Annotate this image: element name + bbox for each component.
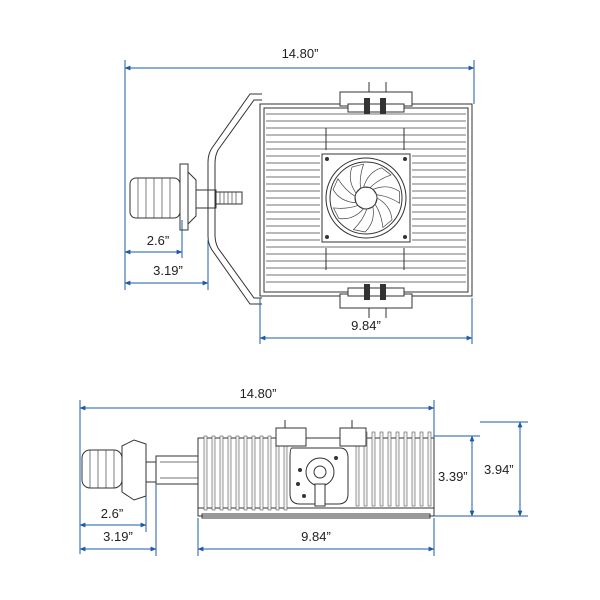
fin-plate: [395, 431, 400, 507]
top-dim-housing-label: 9.84”: [351, 318, 381, 333]
side-dim-height-outer-label: 3.94”: [484, 462, 514, 477]
fan-blade: [363, 167, 392, 189]
side-dim-overall-label: 14.80”: [240, 386, 277, 401]
side-top-brackets: [275, 420, 367, 447]
fin-plate: [259, 435, 264, 511]
side-dim-base-short: 2.6”: [79, 470, 147, 554]
fan-blade: [372, 186, 400, 204]
fin-plate: [283, 435, 288, 511]
fan-blade: [374, 197, 393, 229]
top-dim-overall-label: 14.80”: [282, 46, 319, 61]
fin-plate: [427, 431, 432, 507]
fan: [321, 153, 411, 243]
fin-plate: [275, 435, 280, 511]
side-dim-height-inner: 3.39”: [434, 435, 480, 517]
fan-blade: [332, 178, 357, 204]
top-dim-housing: 9.84”: [259, 298, 473, 344]
side-dim-housing: 9.84”: [197, 518, 435, 556]
side-dim-overall: 14.80”: [79, 386, 435, 470]
side-dim-base-long: 3.19”: [79, 484, 157, 556]
fin-plate: [203, 435, 208, 511]
top-clip-upper: [339, 82, 413, 114]
top-yoke-bracket: [207, 93, 262, 305]
top-dim-base-short-label: 2.6”: [147, 233, 169, 248]
fin-plate: [387, 431, 392, 507]
fin-plate: [219, 435, 224, 511]
top-heatsink-fins: [266, 113, 466, 283]
side-dim-base-short-label: 2.6”: [101, 506, 123, 521]
fan-blade: [352, 206, 374, 233]
top-dim-overall: 14.80”: [124, 46, 475, 200]
fin-plate: [251, 435, 256, 511]
fin-plate: [267, 435, 272, 511]
side-dim-height-inner-label: 3.39”: [438, 469, 468, 484]
fin-plate: [403, 431, 408, 507]
fin-plate: [411, 431, 416, 507]
side-view: 14.80” 2.6” 3.19” 9.84” 3.39”: [79, 386, 528, 556]
fin-plate: [211, 435, 216, 511]
top-dim-base-short: 2.6”: [124, 220, 183, 258]
fin-plate: [379, 431, 384, 507]
fin-plate: [235, 435, 240, 511]
side-heatsink-fins: [203, 431, 432, 511]
fan-blade: [349, 163, 365, 194]
top-clip-lower: [339, 284, 413, 318]
side-dim-housing-label: 9.84”: [301, 529, 331, 544]
top-socket: [129, 163, 243, 231]
side-socket: [81, 439, 157, 501]
fan-blade: [332, 205, 365, 220]
fin-plate: [227, 435, 232, 511]
top-dim-base-long-label: 3.19”: [153, 263, 183, 278]
fin-plate: [243, 435, 248, 511]
fin-plate: [419, 431, 424, 507]
side-dim-base-long-label: 3.19”: [103, 529, 133, 544]
side-yoke-pivot: [289, 447, 349, 507]
fan-blades: [332, 163, 400, 233]
fin-plate: [371, 431, 376, 507]
top-view: 14.80” 2.6” 3.19” 9.84”: [124, 46, 475, 344]
side-dim-height-outer: 3.94”: [480, 421, 528, 517]
top-dim-base-long: 3.19”: [124, 200, 209, 290]
